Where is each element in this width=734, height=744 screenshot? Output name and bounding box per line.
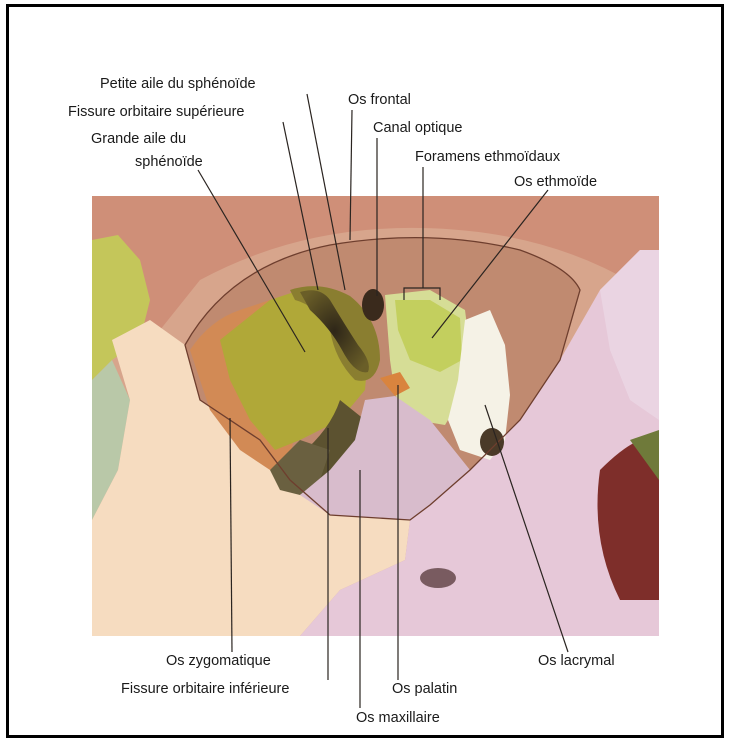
label-os-ethmoide: Os ethmoïde (514, 174, 597, 190)
label-grande-aile-line1: Grande aile du (91, 131, 186, 147)
label-os-maxillaire: Os maxillaire (356, 710, 440, 726)
infraorbital-foramen (420, 568, 456, 588)
label-grande-aile-line2: sphénoïde (135, 154, 203, 170)
label-foramens-ethmoidaux: Foramens ethmoïdaux (415, 149, 561, 165)
label-os-frontal: Os frontal (348, 92, 411, 108)
label-petite-aile: Petite aile du sphénoïde (100, 76, 256, 92)
label-canal-optique: Canal optique (373, 120, 463, 136)
optic-canal (362, 289, 384, 321)
label-fissure-orbitaire-superieure: Fissure orbitaire supérieure (68, 104, 245, 120)
label-os-zygomatique: Os zygomatique (166, 653, 271, 669)
label-os-palatin: Os palatin (392, 681, 457, 697)
anatomical-illustration (92, 196, 659, 636)
label-os-lacrymal: Os lacrymal (538, 653, 615, 669)
label-fissure-orbitaire-inferieure: Fissure orbitaire inférieure (121, 681, 289, 697)
